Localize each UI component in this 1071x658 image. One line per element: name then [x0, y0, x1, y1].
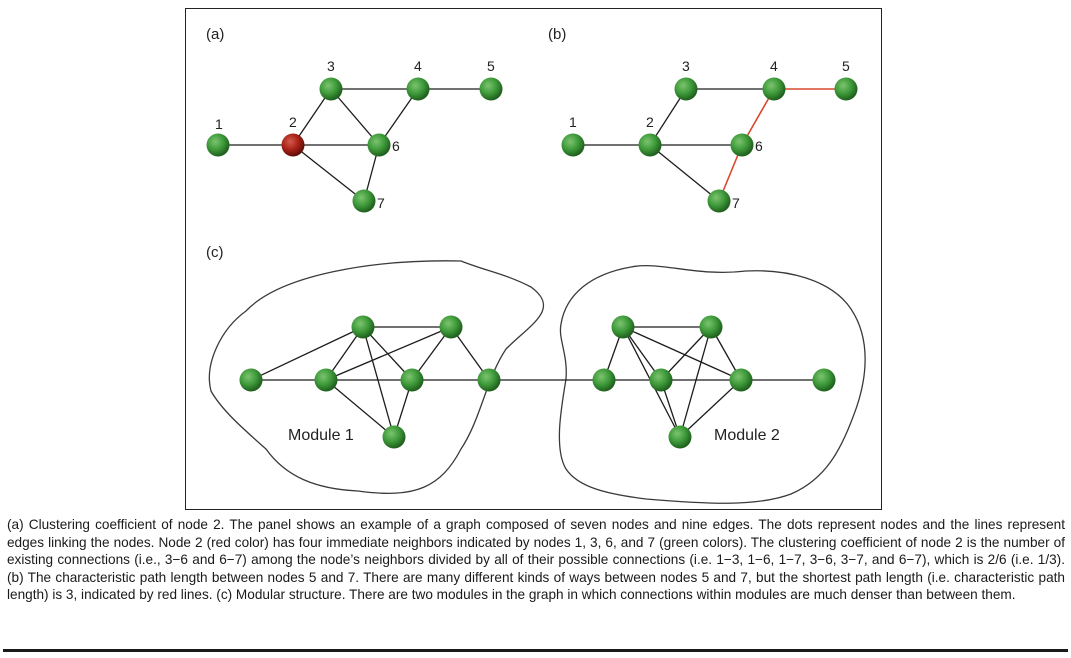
- bottom-rule: [3, 649, 1068, 652]
- panel-b-node-7: [707, 189, 731, 213]
- module-1-label: Module 1: [288, 427, 354, 444]
- panel-c-graph: Module 1 Module 2: [208, 260, 866, 504]
- panel-a-node-6: [367, 133, 391, 157]
- panel-a-node-label-3: 3: [327, 58, 335, 74]
- panel-b-graph: 1 2 3 4 5 6 7: [561, 58, 858, 213]
- module-1-boundary: [208, 260, 545, 494]
- panel-a-edge-3-6: [330, 88, 380, 146]
- panel-c-node-R6: [812, 368, 836, 392]
- network-diagram: (a) (b) (c) 1 2 3 4 5 6 7 1 2 3 4 5 6 7 Module 1 Mod…: [206, 26, 866, 504]
- panel-c-node-R2: [649, 368, 673, 392]
- panel-c-node-L6: [477, 368, 501, 392]
- panel-a-node-7: [352, 189, 376, 213]
- panel-a-node-label-5: 5: [487, 58, 495, 74]
- panel-c-node-R4: [699, 315, 723, 339]
- panel-a-node-5: [479, 77, 503, 101]
- panel-c-node-L4: [439, 315, 463, 339]
- panel-a-node-3: [319, 77, 343, 101]
- panel-a-label: (a): [206, 26, 224, 43]
- panel-b-node-label-2: 2: [646, 114, 654, 130]
- panel-c-edge-L3-L7: [362, 326, 395, 438]
- panel-a-node-1: [206, 133, 230, 157]
- panel-c-node-R7: [668, 425, 692, 449]
- panel-b-node-3: [674, 77, 698, 101]
- panel-b-node-label-1: 1: [569, 114, 577, 130]
- panel-a-graph: 1 2 3 4 5 6 7: [206, 58, 503, 213]
- panel-b-node-2: [638, 133, 662, 157]
- panel-b-node-6: [730, 133, 754, 157]
- panel-b-node-label-5: 5: [842, 58, 850, 74]
- panel-c-edge-L2-L4: [325, 326, 452, 381]
- panel-c-node-R5: [729, 368, 753, 392]
- module-2-label: Module 2: [714, 427, 780, 444]
- panel-a-node-4: [406, 77, 430, 101]
- panel-c-node-R1: [592, 368, 616, 392]
- panel-b-node-4: [762, 77, 786, 101]
- panel-c-node-R3: [611, 315, 635, 339]
- figure-caption: (a) Clustering coefficient of node 2. Th…: [7, 517, 1065, 603]
- panel-a-node-label-2: 2: [289, 114, 297, 130]
- panel-b-node-label-7: 7: [732, 195, 740, 211]
- panel-b-node-label-3: 3: [682, 58, 690, 74]
- panel-c-node-L7: [382, 425, 406, 449]
- panel-b-node-1: [561, 133, 585, 157]
- panel-c-edge-R5-R7: [679, 379, 742, 438]
- panel-c-node-L3: [351, 315, 375, 339]
- panel-b-node-label-6: 6: [755, 138, 763, 154]
- panel-c-node-L5: [400, 368, 424, 392]
- panel-a-node-label-1: 1: [215, 116, 223, 132]
- panel-c-edge-L2-L7: [325, 379, 395, 438]
- panel-a-node-2: [281, 133, 305, 157]
- panel-a-node-label-7: 7: [377, 195, 385, 211]
- panel-c-node-L1: [239, 368, 263, 392]
- panel-c-label: (c): [206, 244, 224, 261]
- panel-a-edge-2-7: [292, 144, 365, 202]
- panel-c-edge-R4-R7: [679, 326, 712, 438]
- module-2-boundary: [558, 264, 866, 504]
- panel-b-node-5: [834, 77, 858, 101]
- panel-a-node-label-6: 6: [392, 138, 400, 154]
- panel-c-edge-R3-R5: [622, 326, 742, 381]
- panel-c-edge-R2-R4: [660, 326, 712, 381]
- panel-b-node-label-4: 4: [770, 58, 778, 74]
- panel-c-node-L2: [314, 368, 338, 392]
- figure-frame: (a) (b) (c) 1 2 3 4 5 6 7 1 2 3 4 5 6 7 Module 1 Mod…: [185, 8, 882, 510]
- panel-b-label: (b): [548, 26, 566, 43]
- panel-c-edge-L1-L3: [250, 326, 364, 381]
- panel-a-node-label-4: 4: [414, 58, 422, 74]
- panel-b-edge-2-7: [649, 144, 720, 202]
